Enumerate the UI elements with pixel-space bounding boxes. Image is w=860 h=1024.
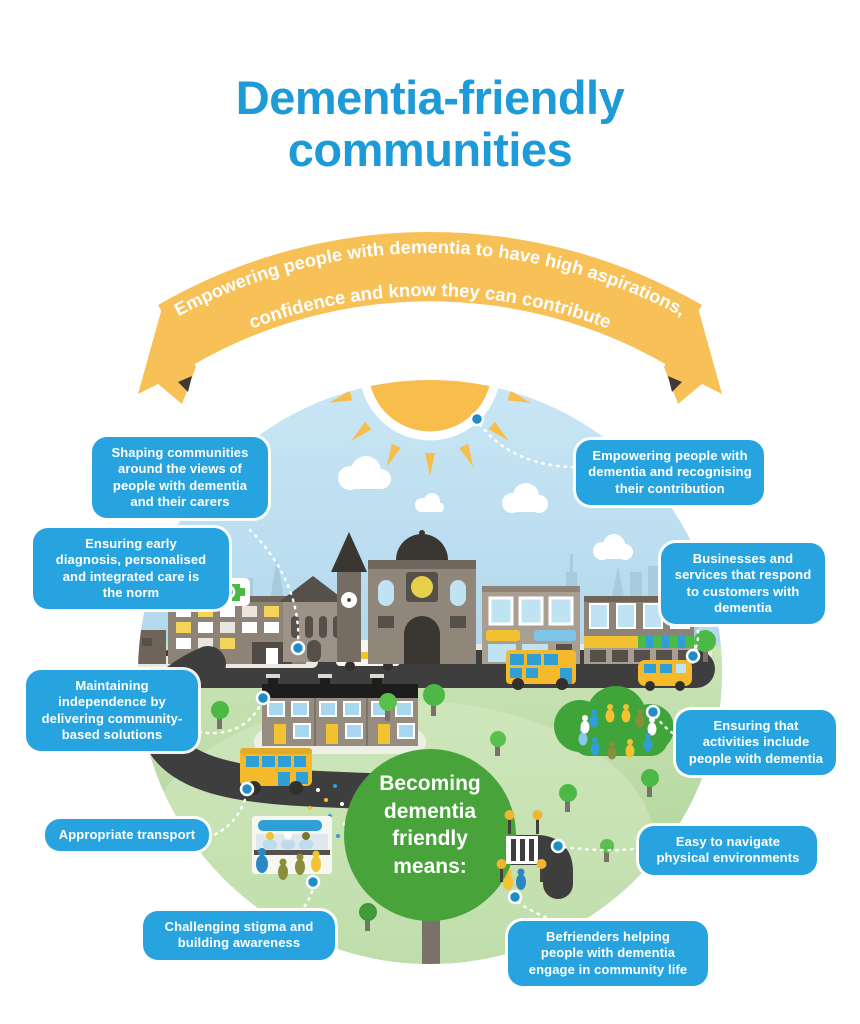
connector-line <box>688 608 700 654</box>
connector-line <box>560 845 642 852</box>
callout-inclusive-activities: Ensuring that activities include people … <box>676 710 836 775</box>
connector-dot <box>290 640 306 656</box>
tree-icon <box>211 701 229 729</box>
connector-dot <box>550 838 566 854</box>
connector-dot <box>255 690 271 706</box>
callout-befrienders: Befrienders helping people with dementia… <box>508 921 708 986</box>
tree-icon <box>694 630 716 662</box>
connector-line <box>206 791 249 839</box>
banner-ribbon: Empowering people with dementia to have … <box>138 231 722 404</box>
page-title: Dementia-friendly communities <box>235 71 625 176</box>
cloud-icon <box>502 483 548 513</box>
callout-appropriate-transport: Appropriate transport <box>45 819 209 852</box>
cloud-icon <box>593 534 633 560</box>
bus-icon <box>506 650 576 690</box>
connector-dot <box>685 648 701 664</box>
double-decker-bus-icon <box>240 748 312 795</box>
center-circle <box>344 749 516 921</box>
callout-navigable-environments: Easy to navigate physical environments <box>639 826 817 875</box>
connector-dot <box>469 411 485 427</box>
connector-dot <box>645 704 661 720</box>
central-tree <box>344 749 516 964</box>
tree-icon <box>559 784 577 812</box>
tree-icon <box>379 693 397 721</box>
sun-icon <box>329 380 531 476</box>
pedestrians <box>256 848 321 880</box>
connector-dot <box>239 781 255 797</box>
traffic-light-icon <box>496 810 547 882</box>
tree-icon <box>490 731 506 756</box>
connector-line <box>190 701 263 735</box>
callout-businesses-services: Businesses and services that respond to … <box>661 543 825 624</box>
connector-dot <box>305 874 321 890</box>
town-hall-icon <box>368 530 476 664</box>
minibus-icon <box>638 660 692 691</box>
tree-icon <box>423 684 445 716</box>
tree-icon <box>641 769 659 797</box>
cloud-icon <box>415 493 444 512</box>
cloud-icon <box>338 456 391 490</box>
center-circle-label: Becoming dementia friendly means: <box>379 772 481 879</box>
callout-shaping-communities: Shaping communities around the views of … <box>92 437 268 518</box>
callout-challenging-stigma: Challenging stigma and building awarenes… <box>143 911 335 960</box>
trees <box>211 684 659 931</box>
callout-early-diagnosis: Ensuring early diagnosis, personalised a… <box>33 528 229 609</box>
tree-icon <box>359 903 377 931</box>
terraced-houses-icon <box>254 674 426 754</box>
callout-maintaining-independence: Maintaining independence by delivering c… <box>26 670 198 751</box>
connector-line <box>298 884 315 914</box>
connector-dot <box>507 889 523 905</box>
callout-empowering-people: Empowering people with dementia and reco… <box>576 440 764 505</box>
crossing-icon <box>496 810 547 882</box>
activity-group-icon <box>554 686 674 760</box>
